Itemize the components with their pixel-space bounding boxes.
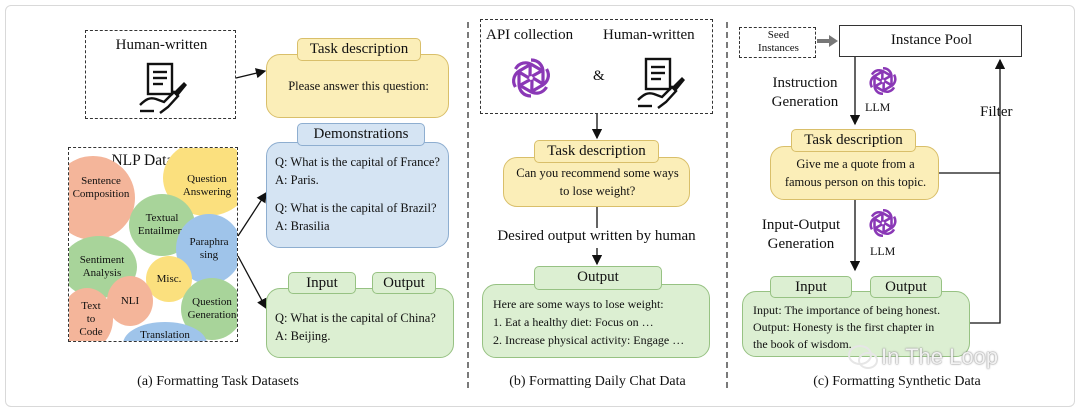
instance-pool-label: Instance Pool: [890, 32, 973, 48]
task-description-tab-a: Task description: [297, 38, 421, 61]
io-question-a: Q: What is the capital of China?: [275, 311, 436, 325]
task-description-box-c: Give me a quote from a famous person on …: [770, 146, 939, 200]
output-box-b: Here are some ways to lose weight: 1. Ea…: [482, 284, 710, 358]
task-description-box-b: Can you recommend some ways to lose weig…: [503, 157, 690, 207]
output-tab-c: Output: [870, 276, 942, 298]
task-description-box-a: Please answer this question:: [266, 54, 449, 118]
task-description-text-b1: Can you recommend some ways: [516, 166, 679, 180]
task-description-text-c1: Give me a quote from a: [796, 157, 915, 171]
output-text-b2: 1. Eat a healthy diet: Focus on …: [493, 315, 654, 329]
arrow-nlp-to-io: [237, 255, 267, 310]
desired-output-label: Desired output written by human: [497, 228, 696, 244]
arrow-human-to-task: [235, 68, 267, 79]
human-written-label: Human-written: [115, 37, 208, 53]
task-description-tab-c: Task description: [791, 129, 916, 152]
demonstrations-q2: Q: What is the capital of Brazil?: [275, 201, 437, 215]
output-tab-b: Output: [534, 266, 662, 290]
demonstrations-a1: A: Paris.: [275, 173, 319, 187]
watermark-text: In The Loop: [881, 344, 999, 369]
task-description-text-c2: famous person on this topic.: [784, 175, 927, 189]
ampersand: &: [593, 68, 605, 84]
output-text-b3: 2. Increase physical activity: Engage …: [493, 333, 685, 347]
arrow-seed-head: [829, 35, 838, 47]
wechat-icon: [848, 343, 878, 369]
caption-b: (b) Formatting Daily Chat Data: [509, 374, 686, 389]
openai-logo-icon: [512, 58, 550, 98]
arrow-nlp-to-demos: [237, 191, 267, 237]
demonstrations-box: Q: What is the capital of France? A: Par…: [266, 142, 449, 248]
translation-circle: Translation: [123, 322, 207, 341]
output-text-b1: Here are some ways to lose weight:: [493, 297, 664, 311]
human-written-box: Human-written: [85, 30, 236, 119]
openai-logo-icon: [869, 66, 897, 96]
seed-instances-box: Seed Instances: [739, 27, 816, 58]
sources-box: API collection Human-written &: [480, 19, 713, 114]
io-text-c3: the book of wisdom.: [753, 337, 852, 351]
task-description-text-b2: to lose weight?: [559, 184, 636, 198]
openai-logo-icon: [869, 208, 897, 238]
filter-label: Filter: [980, 104, 1013, 120]
io-answer-a: A: Beijing.: [275, 329, 331, 343]
api-collection-label: API collection: [486, 27, 574, 43]
seed-instances-line1: Seed: [767, 29, 790, 41]
line-io-to-filter: [970, 58, 1006, 324]
demonstrations-tab: Demonstrations: [297, 123, 425, 146]
io-text-c2: Output: Honesty is the first chapter in: [753, 320, 935, 334]
task-description-text-a: Please answer this question:: [288, 79, 429, 93]
hand-writing-document-icon: [139, 62, 187, 114]
seed-instances-line2: Instances: [758, 42, 799, 54]
hand-writing-document-icon: [637, 57, 685, 109]
llm-label-1: LLM: [865, 100, 891, 114]
caption-a: (a) Formatting Task Datasets: [137, 374, 299, 389]
demonstrations-q1: Q: What is the capital of France?: [275, 155, 440, 169]
input-tab-c: Input: [770, 276, 852, 298]
human-written-label-b: Human-written: [603, 27, 695, 43]
io-box-a: Q: What is the capital of China? A: Beij…: [266, 288, 454, 358]
input-tab-a: Input: [288, 272, 356, 294]
llm-label-2: LLM: [870, 244, 896, 258]
instance-pool-box: Instance Pool: [839, 25, 1022, 57]
task-description-tab-b: Task description: [534, 140, 659, 163]
nli-circle: NLI: [107, 276, 153, 326]
io-box-c: Input: The importance of being honest. O…: [742, 291, 970, 357]
output-tab-a: Output: [372, 272, 436, 294]
demonstrations-a2: A: Brasilia: [275, 219, 330, 233]
caption-c: (c) Formatting Synthetic Data: [813, 374, 981, 389]
io-text-c1: Input: The importance of being honest.: [753, 303, 941, 317]
